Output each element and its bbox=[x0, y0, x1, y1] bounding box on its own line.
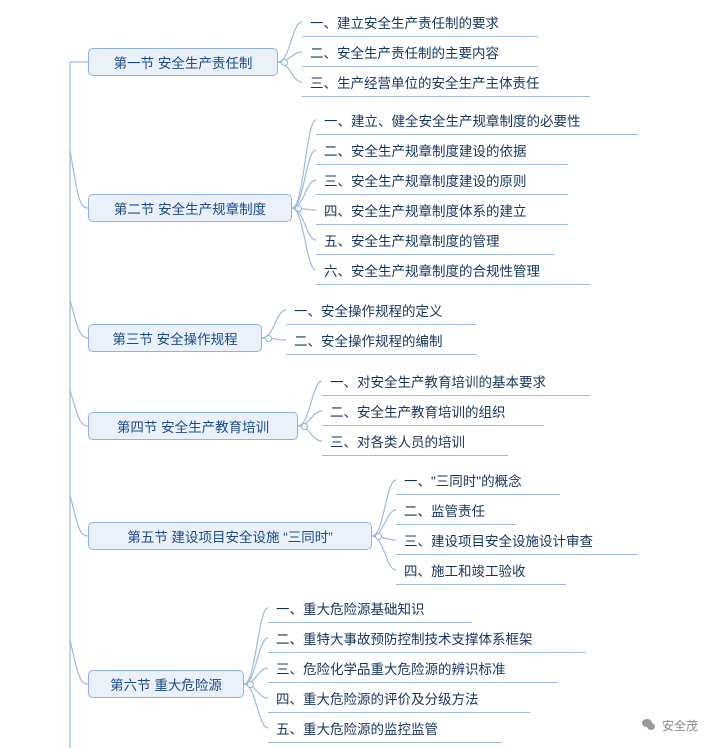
section-label: 第四节 安全生产教育培训 bbox=[116, 420, 270, 435]
section-label: 第六节 重大危险源 bbox=[110, 678, 222, 693]
collapse-dot-5[interactable] bbox=[375, 533, 382, 540]
section-label: 第五节 建设项目安全设施 “三同时” bbox=[127, 530, 333, 545]
collapse-dot-1[interactable] bbox=[281, 59, 288, 66]
leaf-label: 一、对安全生产教育培训的基本要求 bbox=[330, 374, 546, 390]
leaf-node-1-3[interactable]: 三、生产经营单位的安全生产主体责任 bbox=[302, 67, 590, 97]
wechat-icon bbox=[641, 719, 657, 732]
leaf-label: 三、建设项目安全设施设计审查 bbox=[404, 533, 593, 549]
section-node-6[interactable]: 第六节 重大危险源 bbox=[88, 670, 244, 698]
leaf-node-5-4[interactable]: 四、施工和竣工验收 bbox=[396, 555, 566, 585]
leaf-node-4-2[interactable]: 二、安全生产教育培训的组织 bbox=[322, 396, 544, 426]
leaf-node-3-2[interactable]: 二、安全操作规程的编制 bbox=[286, 325, 476, 355]
leaf-node-1-2[interactable]: 二、安全生产责任制的主要内容 bbox=[302, 37, 538, 67]
collapse-dot-6[interactable] bbox=[247, 681, 254, 688]
leaf-label: 二、安全生产责任制的主要内容 bbox=[310, 45, 499, 61]
leaf-label: 二、安全生产规章制度建设的依据 bbox=[324, 143, 527, 159]
leaf-node-2-6[interactable]: 六、安全生产规章制度的合规性管理 bbox=[316, 255, 590, 285]
leaf-label: 五、安全生产规章制度的管理 bbox=[324, 233, 500, 249]
leaf-node-2-4[interactable]: 四、安全生产规章制度体系的建立 bbox=[316, 195, 568, 225]
leaf-node-4-3[interactable]: 三、对各类人员的培训 bbox=[322, 426, 508, 456]
leaf-label: 二、安全操作规程的编制 bbox=[294, 333, 443, 349]
leaf-node-5-2[interactable]: 二、监管责任 bbox=[396, 495, 516, 525]
leaf-node-6-2[interactable]: 二、重特大事故预防控制技术支撑体系框架 bbox=[268, 623, 586, 653]
watermark: 安全茂 bbox=[641, 717, 698, 734]
leaf-node-6-1[interactable]: 一、重大危险源基础知识 bbox=[268, 593, 472, 623]
leaf-node-2-2[interactable]: 二、安全生产规章制度建设的依据 bbox=[316, 135, 568, 165]
leaf-label: 二、监管责任 bbox=[404, 503, 485, 519]
leaf-node-2-5[interactable]: 五、安全生产规章制度的管理 bbox=[316, 225, 554, 255]
leaf-node-4-1[interactable]: 一、对安全生产教育培训的基本要求 bbox=[322, 366, 590, 396]
leaf-label: 三、生产经营单位的安全生产主体责任 bbox=[310, 75, 540, 91]
leaf-node-5-3[interactable]: 三、建设项目安全设施设计审查 bbox=[396, 525, 638, 555]
leaf-label: 三、安全生产规章制度建设的原则 bbox=[324, 173, 527, 189]
leaf-label: 二、重特大事故预防控制技术支撑体系框架 bbox=[276, 631, 533, 647]
collapse-dot-3[interactable] bbox=[265, 335, 272, 342]
leaf-node-1-1[interactable]: 一、建立安全生产责任制的要求 bbox=[302, 7, 538, 37]
leaf-label: 二、安全生产教育培训的组织 bbox=[330, 404, 506, 420]
leaf-node-6-5[interactable]: 五、重大危险源的监控监管 bbox=[268, 713, 502, 743]
leaf-node-2-3[interactable]: 三、安全生产规章制度建设的原则 bbox=[316, 165, 568, 195]
collapse-dot-4[interactable] bbox=[301, 423, 308, 430]
section-label: 第二节 安全生产规章制度 bbox=[113, 202, 267, 217]
leaf-label: 一、建立安全生产责任制的要求 bbox=[310, 15, 499, 31]
leaf-label: 一、建立、健全安全生产规章制度的必要性 bbox=[324, 113, 581, 129]
collapse-dot-2[interactable] bbox=[295, 205, 302, 212]
section-node-4[interactable]: 第四节 安全生产教育培训 bbox=[88, 412, 298, 440]
leaf-label: 五、重大危险源的监控监管 bbox=[276, 721, 438, 737]
leaf-node-6-3[interactable]: 三、危险化学品重大危险源的辨识标准 bbox=[268, 653, 558, 683]
leaf-label: 三、对各类人员的培训 bbox=[330, 434, 465, 450]
leaf-label: 一、安全操作规程的定义 bbox=[294, 303, 443, 319]
section-node-1[interactable]: 第一节 安全生产责任制 bbox=[88, 48, 278, 76]
leaf-node-3-1[interactable]: 一、安全操作规程的定义 bbox=[286, 295, 476, 325]
section-node-5[interactable]: 第五节 建设项目安全设施 “三同时” bbox=[88, 522, 372, 550]
section-node-3[interactable]: 第三节 安全操作规程 bbox=[88, 324, 262, 352]
leaf-node-6-4[interactable]: 四、重大危险源的评价及分级方法 bbox=[268, 683, 530, 713]
leaf-label: 四、安全生产规章制度体系的建立 bbox=[324, 203, 527, 219]
leaf-label: 一、"三同时"的概念 bbox=[404, 473, 522, 489]
leaf-label: 四、重大危险源的评价及分级方法 bbox=[276, 691, 479, 707]
leaf-node-2-1[interactable]: 一、建立、健全安全生产规章制度的必要性 bbox=[316, 105, 638, 135]
section-label: 第一节 安全生产责任制 bbox=[113, 56, 253, 71]
leaf-label: 三、危险化学品重大危险源的辨识标准 bbox=[276, 661, 506, 677]
leaf-label: 六、安全生产规章制度的合规性管理 bbox=[324, 263, 540, 279]
leaf-node-5-1[interactable]: 一、"三同时"的概念 bbox=[396, 465, 560, 495]
section-node-2[interactable]: 第二节 安全生产规章制度 bbox=[88, 194, 292, 222]
section-label: 第三节 安全操作规程 bbox=[112, 332, 238, 347]
leaf-label: 一、重大危险源基础知识 bbox=[276, 601, 425, 617]
watermark-label: 安全茂 bbox=[661, 719, 698, 733]
leaf-label: 四、施工和竣工验收 bbox=[404, 563, 526, 579]
